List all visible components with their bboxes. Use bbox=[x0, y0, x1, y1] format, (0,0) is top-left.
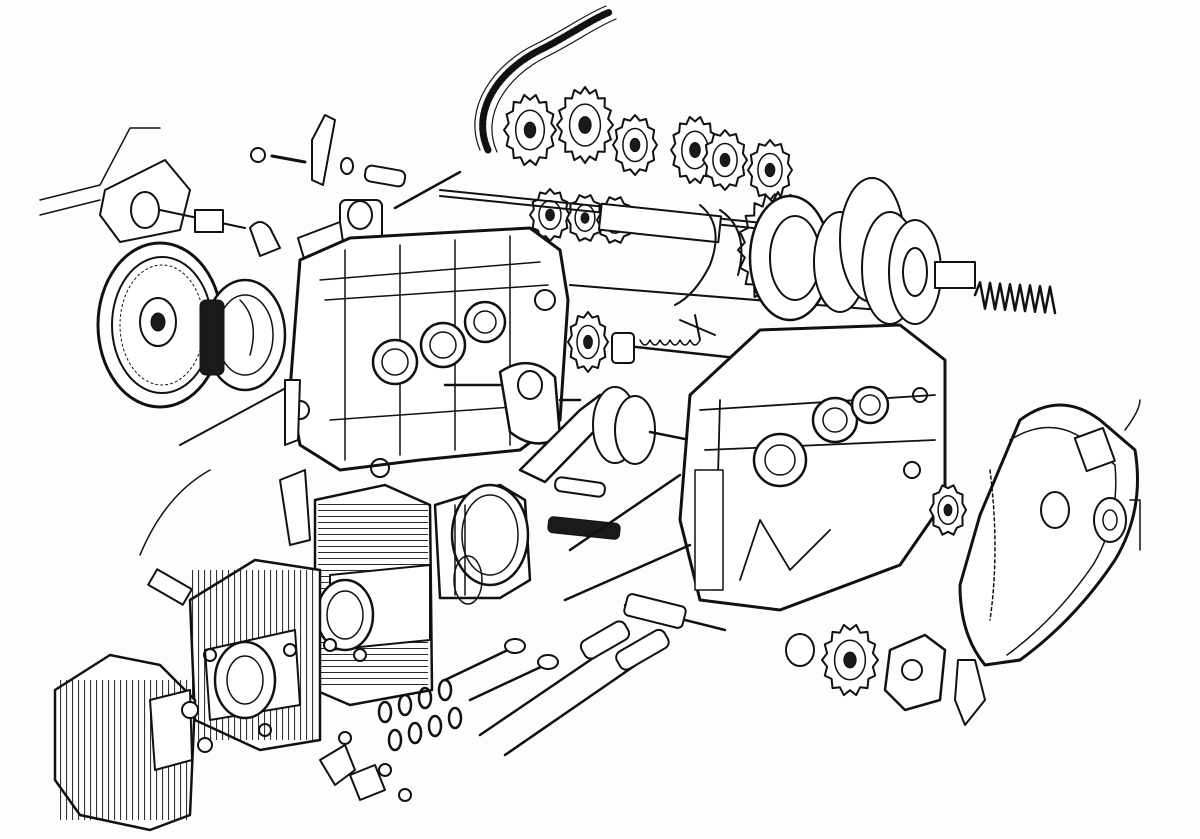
piston bbox=[433, 483, 532, 605]
oil-pump-gear bbox=[821, 623, 879, 697]
kickstart-cover bbox=[39, 127, 246, 243]
pushrods bbox=[478, 593, 727, 757]
rocker-arms bbox=[319, 731, 412, 802]
oil-pump bbox=[785, 633, 986, 726]
cylinder-block bbox=[313, 483, 434, 707]
head-cover bbox=[53, 653, 213, 832]
wrist-pins bbox=[547, 473, 692, 602]
valves bbox=[443, 638, 559, 702]
crankshaft bbox=[443, 361, 692, 484]
ignition-stator bbox=[179, 278, 311, 446]
starter-gear bbox=[567, 311, 609, 373]
gear-right bbox=[929, 484, 967, 536]
drive-chain bbox=[474, 5, 617, 154]
valve-springs bbox=[377, 678, 463, 752]
clutch-spring bbox=[973, 281, 1057, 315]
crankcase-left bbox=[284, 226, 570, 478]
cylinder-head bbox=[139, 469, 322, 752]
clutch-assembly bbox=[748, 177, 976, 325]
crankcase-right bbox=[678, 323, 947, 612]
side-cover bbox=[958, 399, 1141, 667]
